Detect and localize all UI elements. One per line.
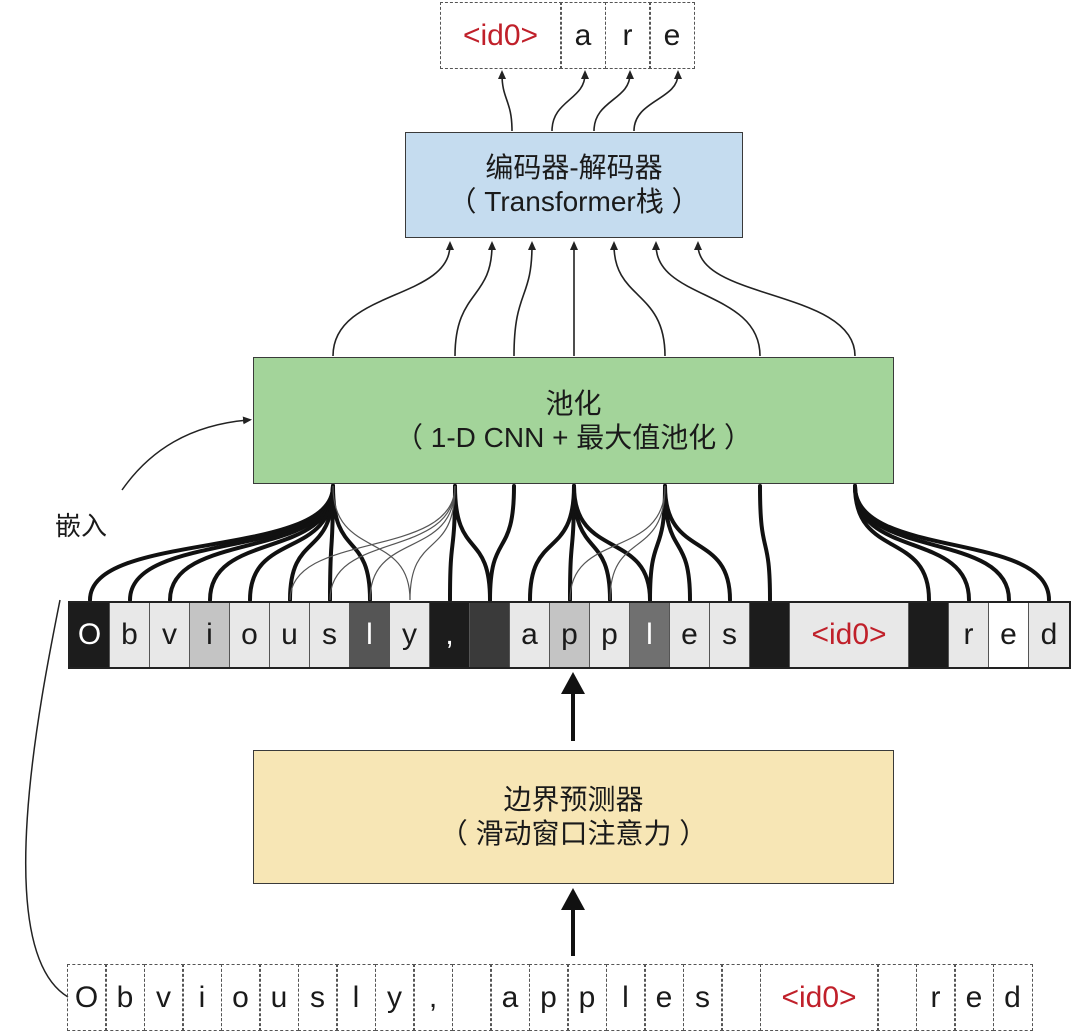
pooling-connector bbox=[128, 484, 335, 602]
segmented-token: a bbox=[510, 603, 550, 667]
pooling-connector bbox=[572, 484, 612, 602]
input-token bbox=[721, 964, 761, 1031]
pooling-connector bbox=[453, 484, 492, 602]
segmented-token: i bbox=[190, 603, 230, 667]
input-token: p bbox=[528, 964, 569, 1031]
segmented-token: b bbox=[110, 603, 150, 667]
input-token: e bbox=[954, 964, 994, 1031]
input-token: b bbox=[105, 964, 145, 1031]
pooling-connector bbox=[663, 484, 692, 602]
pooling-subtitle: （ 1-D CNN + 最大值池化 ） bbox=[394, 421, 753, 453]
segmented-token: d bbox=[1029, 603, 1069, 667]
embedding-label: 嵌入 bbox=[55, 512, 108, 542]
output-token: a bbox=[560, 2, 606, 69]
soft-connector bbox=[369, 485, 456, 601]
encoder-to-output-arrow bbox=[498, 70, 513, 132]
pooling-to-encoder-arrow bbox=[652, 241, 761, 357]
segmented-token: l bbox=[350, 603, 390, 667]
pooling-connector bbox=[758, 484, 772, 602]
output-token: r bbox=[604, 2, 651, 69]
soft-connector bbox=[609, 485, 666, 601]
soft-connector bbox=[289, 485, 456, 601]
input-token: d bbox=[992, 964, 1033, 1031]
pooling-connector bbox=[488, 484, 516, 602]
pooling-to-encoder-arrow bbox=[694, 241, 856, 357]
input-token: s bbox=[682, 964, 723, 1031]
input-token: o bbox=[220, 964, 261, 1031]
soft-connector bbox=[409, 485, 456, 601]
segmented-token bbox=[470, 603, 510, 667]
input-token: <id0> bbox=[759, 964, 879, 1031]
input-token: e bbox=[644, 964, 684, 1031]
segmented-token: y bbox=[390, 603, 430, 667]
output-token: e bbox=[649, 2, 695, 69]
pooling-connector bbox=[572, 484, 652, 602]
input-token bbox=[451, 964, 492, 1031]
boundary-predictor-box: 边界预测器 （ 滑动窗口注意力 ） bbox=[253, 750, 894, 884]
pooling-box: 池化 （ 1-D CNN + 最大值池化 ） bbox=[253, 357, 894, 484]
input-token: l bbox=[336, 964, 376, 1031]
input-token: a bbox=[490, 964, 530, 1031]
encoder-decoder-box: 编码器-解码器 （ Transformer栈 ） bbox=[405, 132, 743, 238]
boundary-title: 边界预测器 bbox=[503, 784, 644, 815]
pooling-connector bbox=[853, 484, 1011, 602]
input-token: v bbox=[143, 964, 184, 1031]
segmented-token: O bbox=[70, 603, 110, 667]
boundary-subtitle: （ 滑动窗口注意力 ） bbox=[439, 818, 708, 849]
segmented-token: o bbox=[230, 603, 270, 667]
segmented-token: p bbox=[590, 603, 630, 667]
output-token: <id0> bbox=[439, 2, 562, 69]
segmented-token bbox=[909, 603, 949, 667]
encoder-to-output-arrow bbox=[593, 70, 634, 132]
input-token: s bbox=[297, 964, 338, 1031]
input-token: y bbox=[374, 964, 415, 1031]
encoder-to-output-arrow bbox=[633, 70, 682, 132]
segmented-token: l bbox=[630, 603, 670, 667]
segmented-token: e bbox=[670, 603, 710, 667]
segmented-token: <id0> bbox=[790, 603, 909, 667]
segmented-token: , bbox=[430, 603, 470, 667]
pooling-to-encoder-arrow bbox=[454, 241, 496, 357]
segmented-token: v bbox=[150, 603, 190, 667]
soft-connector bbox=[329, 485, 456, 601]
pooling-connector bbox=[528, 484, 576, 602]
segmented-token: s bbox=[710, 603, 750, 667]
pooling-to-encoder-arrow bbox=[610, 241, 666, 357]
segmented-token bbox=[750, 603, 790, 667]
input-token bbox=[877, 964, 917, 1031]
pooling-connector bbox=[853, 484, 931, 602]
flow-arrow-head bbox=[561, 672, 585, 694]
input-token: l bbox=[605, 964, 646, 1031]
input-token: i bbox=[182, 964, 222, 1031]
soft-connector bbox=[569, 485, 666, 601]
input-token: p bbox=[567, 964, 607, 1031]
flow-arrow-head bbox=[561, 888, 585, 910]
pooling-to-encoder-arrow bbox=[513, 241, 536, 357]
segmented-token: s bbox=[310, 603, 350, 667]
encoder-to-output-arrow bbox=[551, 70, 589, 132]
segmented-token: e bbox=[989, 603, 1029, 667]
encoder-subtitle: （ Transformer栈 ） bbox=[448, 186, 700, 217]
segmented-token: p bbox=[550, 603, 590, 667]
input-token: u bbox=[259, 964, 299, 1031]
encoder-title: 编码器-解码器 bbox=[485, 152, 663, 183]
input-token: r bbox=[915, 964, 956, 1031]
pooling-connector bbox=[663, 484, 732, 602]
pooling-to-encoder-arrow bbox=[332, 241, 454, 357]
segmented-token: u bbox=[270, 603, 310, 667]
segmented-token: r bbox=[949, 603, 989, 667]
pooling-connector bbox=[853, 484, 1051, 602]
pooling-title: 池化 bbox=[545, 387, 602, 419]
input-token: O bbox=[66, 964, 107, 1031]
embedding-curve bbox=[24, 420, 248, 998]
input-token: , bbox=[413, 964, 453, 1031]
pooling-connector bbox=[331, 484, 372, 602]
